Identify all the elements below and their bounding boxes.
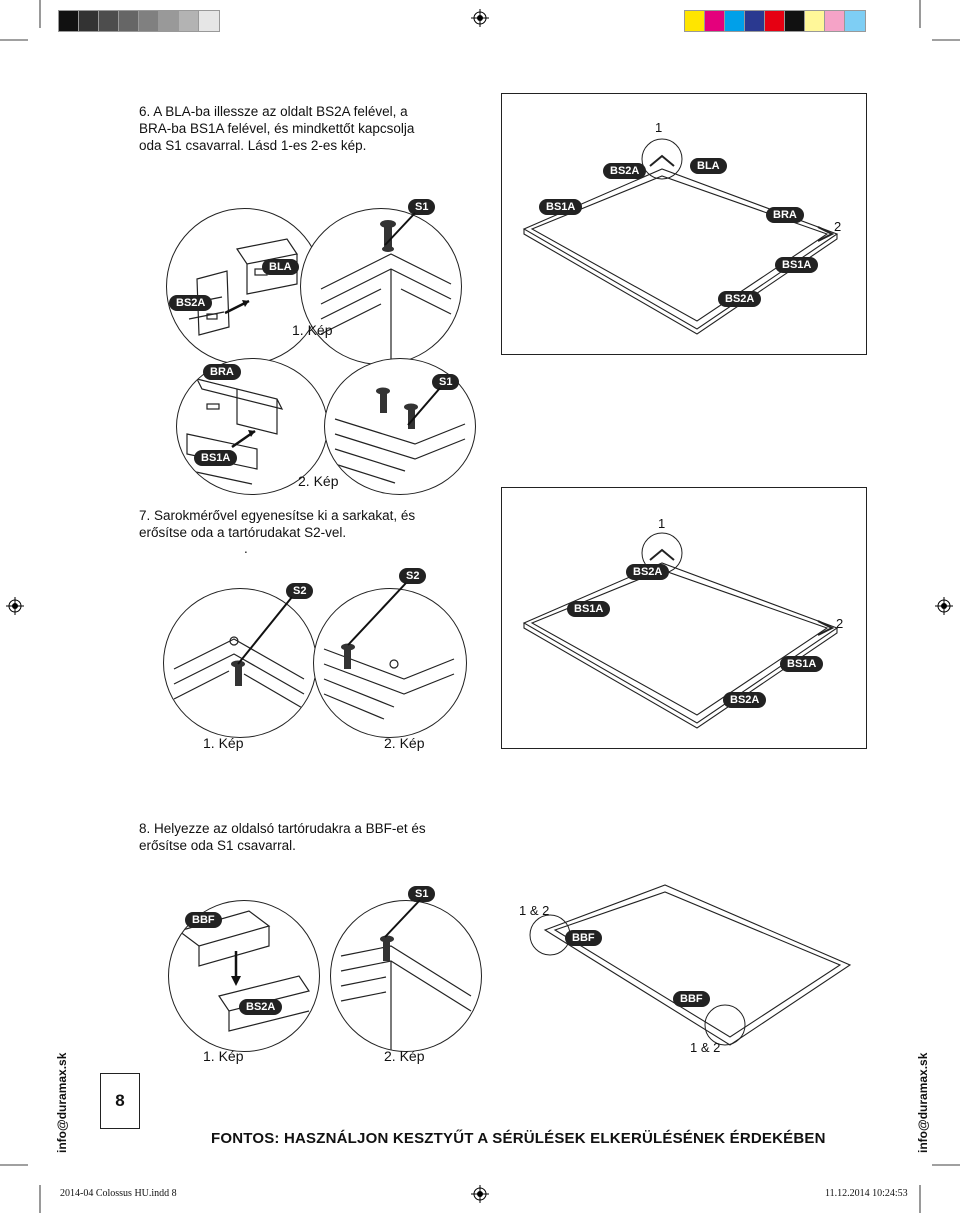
panel-7-num-2: 2 [836, 616, 844, 631]
panel-7-bs1a-2: BS1A [780, 656, 824, 672]
s1-leader-line [384, 899, 421, 938]
step-7-instruction: 7. Sarokmérővel egyenesítse ki a sarkaka… [139, 508, 416, 540]
label-s2-2: S2 [399, 568, 427, 584]
panel-6-bra: BRA [766, 207, 804, 223]
screw-corner-illustration [320, 220, 452, 359]
step-6-caption-1: 1. Kép [292, 322, 333, 338]
label-s1: S1 [408, 199, 436, 215]
label-bs2a-8: BS2A [239, 999, 283, 1015]
label-bs1a: BS1A [194, 450, 238, 466]
frame-overview-illustration [522, 138, 839, 335]
step-7-caption-1: 1. Kép [203, 735, 244, 751]
label-bbf: BBF [185, 912, 222, 928]
panel-6-num-2: 2 [834, 219, 842, 234]
bbf-insert-illustration [177, 910, 310, 1032]
s2-leader-line [237, 596, 293, 665]
screw-corner-illustration [340, 935, 472, 1051]
step-6-instruction: 6. A BLA-ba illessze az oldalt BS2A felé… [139, 104, 415, 153]
panel-6-bs2a-2: BS2A [718, 291, 762, 307]
registration-mark-icon [6, 597, 24, 615]
panel-7-bs1a: BS1A [567, 601, 611, 617]
side-email-left: info@duramax.sk [55, 1052, 69, 1153]
panel-6-bs2a: BS2A [603, 163, 647, 179]
registration-mark-icon [471, 1185, 489, 1203]
frame-overview-illustration [522, 532, 839, 729]
safety-warning: FONTOS: HASZNÁLJON KESZTYŰT A SÉRÜLÉSEK … [211, 1130, 826, 1147]
step-7-caption-2: 2. Kép [384, 735, 425, 751]
s1-leader-line [384, 212, 416, 246]
panel-6-num-1: 1 [655, 120, 663, 135]
panel-6-bs1a: BS1A [539, 199, 583, 215]
step-8-overview-illustration [529, 884, 852, 1046]
panel-8-bbf-top: BBF [565, 930, 602, 946]
slug-timestamp: 11.12.2014 10:24:53 [825, 1188, 908, 1199]
label-s1-2: S1 [432, 374, 460, 390]
color-swatch [198, 10, 220, 32]
bracket-insert-illustration [186, 238, 298, 336]
screw-corner-illustration [334, 387, 466, 484]
panel-8-num-bottom: 1 & 2 [690, 1040, 721, 1055]
panel-8-num-top: 1 & 2 [519, 903, 550, 918]
step-6-detail-2-left [176, 358, 328, 495]
step-6-caption-2: 2. Kép [298, 473, 339, 489]
label-bla: BLA [262, 259, 299, 275]
step-8-caption-1: 1. Kép [203, 1048, 244, 1064]
panel-7-bs2a-2: BS2A [723, 692, 767, 708]
label-bs2a: BS2A [169, 295, 213, 311]
panel-6-bla: BLA [690, 158, 727, 174]
panel-7-num-1: 1 [658, 516, 666, 531]
s2-leader-line [347, 582, 407, 646]
step-8-instruction: 8. Helyezze az oldalsó tartórudakra a BB… [139, 821, 426, 853]
panel-7-bs2a: BS2A [626, 564, 670, 580]
step-7-overview-panel [501, 487, 867, 749]
panel-6-bs1a-2: BS1A [775, 257, 819, 273]
registration-mark-icon [935, 597, 953, 615]
registration-mark-icon [471, 9, 489, 27]
bracket-insert-illustration [181, 378, 284, 485]
step-8-caption-2: 2. Kép [384, 1048, 425, 1064]
slug-filename: 2014-04 Colossus HU.indd 8 [60, 1188, 177, 1199]
label-s2-1: S2 [286, 583, 314, 599]
label-s1-8: S1 [408, 886, 436, 902]
panel-8-bbf-bottom: BBF [673, 991, 710, 1007]
side-email-right: info@duramax.sk [916, 1052, 930, 1153]
color-swatch [844, 10, 866, 32]
step-7-dot: . [244, 541, 248, 556]
step-7-detail-2 [313, 588, 467, 738]
step-6-overview-panel [501, 93, 867, 355]
label-bra: BRA [203, 364, 241, 380]
step-8-detail-2 [330, 900, 482, 1052]
step-6-detail-1-right [300, 208, 462, 365]
page-number: 8 [100, 1073, 140, 1129]
step-6-detail-1-left [166, 208, 323, 365]
corner-square-illustration [323, 643, 455, 720]
s1-leader-line [407, 387, 441, 426]
